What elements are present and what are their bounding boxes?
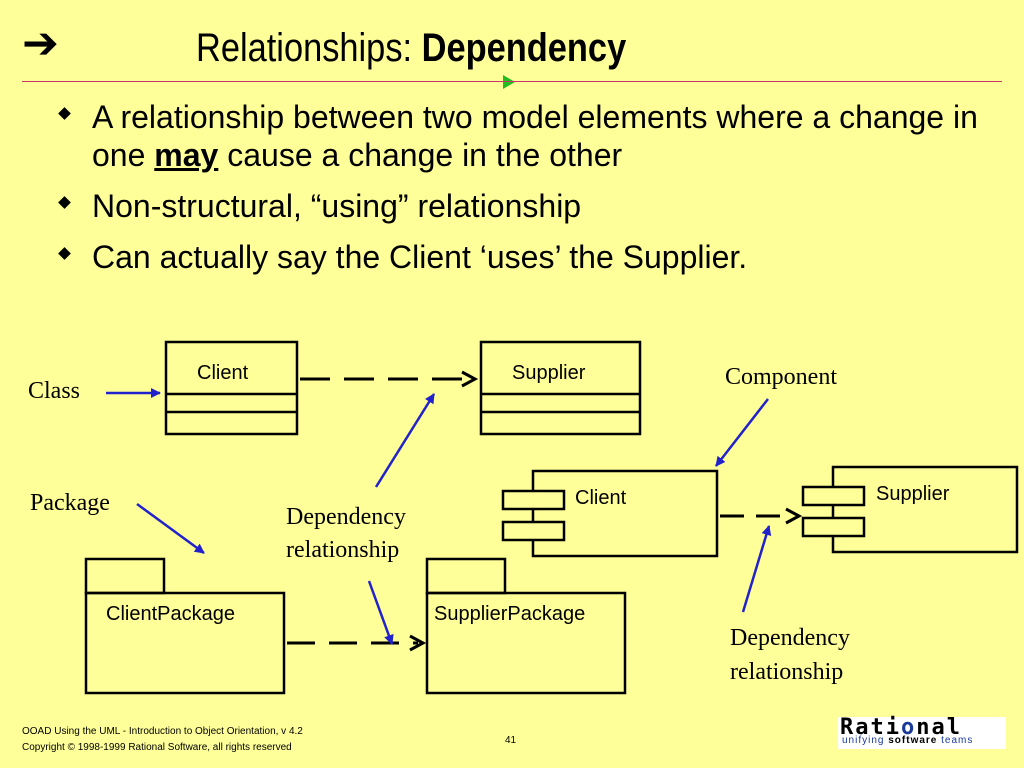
- client-package-box: [84, 557, 286, 695]
- title-emphasis: Dependency: [421, 26, 627, 70]
- bullet-item: A relationship between two model element…: [58, 98, 998, 174]
- class-supplier-box: [479, 340, 642, 436]
- component-client-box: [501, 469, 719, 558]
- dependency-annotation-2-line1: Dependency: [730, 625, 850, 651]
- dependency-annotation-2-line2: relationship: [730, 659, 844, 685]
- class-annotation: Class: [28, 378, 81, 404]
- supplier-package-label: SupplierPackage: [434, 603, 586, 625]
- bullet-item: Non-structural, “using” relationship: [58, 187, 998, 225]
- footer-copyright-line: Copyright © 1998-1999 Rational Software,…: [22, 742, 292, 753]
- component-dependency-arrow: [720, 507, 803, 525]
- class-supplier-label: Supplier: [512, 362, 586, 384]
- class-client-box: [164, 340, 299, 436]
- title-text: Relationships:: [196, 26, 422, 70]
- client-package-label: ClientPackage: [106, 603, 235, 625]
- right-arrow-icon: ➔: [22, 18, 59, 69]
- component-supplier-label: Supplier: [876, 483, 950, 505]
- footer-text: OOAD Using the UML - Introduction to Obj…: [22, 724, 303, 756]
- component-annotation: Component: [725, 364, 837, 390]
- dependency-annotation-1-line1: Dependency: [286, 504, 406, 530]
- bullet-list: A relationship between two model element…: [58, 98, 998, 289]
- package-annotation: Package: [30, 490, 110, 516]
- dependency-annotation-1-line2: relationship: [286, 537, 400, 563]
- class-dependency-arrow: [300, 370, 479, 388]
- dependency-pointer-down-arrow: [367, 580, 394, 645]
- logo-tagline: unifying software teams: [842, 735, 974, 746]
- footer-course-line: OOAD Using the UML - Introduction to Obj…: [22, 726, 303, 737]
- title-divider: [22, 81, 1002, 82]
- component-pointer-arrow: [715, 398, 769, 467]
- component-supplier-box: [801, 465, 1019, 554]
- component-client-label: Client: [575, 487, 627, 509]
- emphasis-may: may: [154, 137, 219, 173]
- page-number: 41: [505, 735, 517, 746]
- logo-wordmark: Rational: [840, 715, 962, 740]
- package-dependency-arrow: [287, 634, 427, 652]
- dependency-pointer-up-arrow: [374, 393, 436, 488]
- class-client-label: Client: [197, 362, 249, 384]
- package-pointer-arrow: [136, 502, 205, 555]
- component-dependency-pointer-arrow: [741, 525, 772, 613]
- bullet-item: Can actually say the Client ‘uses’ the S…: [58, 238, 998, 276]
- page-title: Relationships: Dependency: [196, 24, 626, 72]
- play-icon: [503, 75, 515, 89]
- rational-logo: Rational unifying software teams: [838, 715, 1006, 749]
- supplier-package-box: [425, 557, 627, 695]
